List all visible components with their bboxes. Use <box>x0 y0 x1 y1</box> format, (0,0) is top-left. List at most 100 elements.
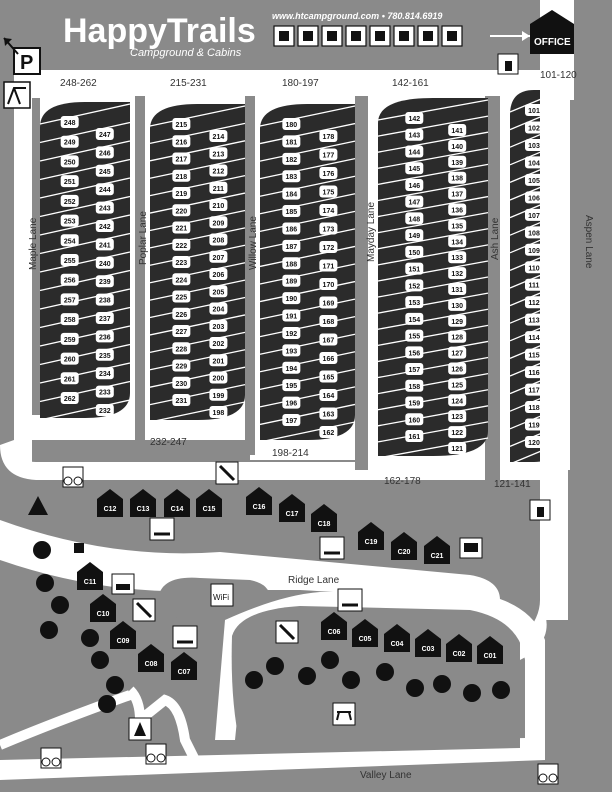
campsite[interactable]: 109 <box>525 243 543 256</box>
campsite[interactable]: 229 <box>172 359 191 372</box>
campsite[interactable]: 222 <box>172 238 191 251</box>
cabin[interactable]: C01 <box>477 636 503 664</box>
campsite[interactable]: 107 <box>525 208 543 221</box>
campsite[interactable]: 187 <box>282 239 301 252</box>
campsite[interactable]: 140 <box>448 139 467 152</box>
campsite[interactable]: 215 <box>172 118 191 130</box>
campsite[interactable]: 108 <box>525 226 543 239</box>
campsite[interactable]: 210 <box>209 199 228 211</box>
campsite[interactable]: 170 <box>319 278 338 290</box>
campsite[interactable]: 196 <box>282 396 301 409</box>
campsite[interactable]: 177 <box>319 148 338 161</box>
campsite[interactable]: 172 <box>319 241 338 253</box>
campsite[interactable]: 104 <box>525 156 543 169</box>
cabin[interactable]: C21 <box>424 536 450 564</box>
campsite[interactable]: 113 <box>525 313 543 326</box>
campsite[interactable]: 152 <box>405 279 424 292</box>
campsite[interactable]: 120 <box>525 436 543 448</box>
campsite[interactable]: 114 <box>525 331 543 344</box>
campsite[interactable]: 227 <box>172 325 191 337</box>
campsite[interactable]: 143 <box>405 128 424 141</box>
campsite[interactable]: 255 <box>60 254 79 266</box>
campsite[interactable]: 158 <box>405 379 424 392</box>
campsite[interactable]: 103 <box>525 138 543 151</box>
campsite[interactable]: 242 <box>95 220 114 232</box>
campsite[interactable]: 154 <box>405 312 424 325</box>
campsite[interactable]: 259 <box>60 332 79 345</box>
campsite[interactable]: 189 <box>282 274 301 287</box>
campsite[interactable]: 195 <box>282 379 301 392</box>
campsite[interactable]: 211 <box>209 181 228 194</box>
campsite[interactable]: 164 <box>319 389 338 401</box>
campsite[interactable]: 125 <box>448 378 467 391</box>
campsite[interactable]: 201 <box>209 354 228 367</box>
cabin[interactable]: C20 <box>391 532 417 560</box>
campsite[interactable]: 169 <box>319 296 338 309</box>
campsite[interactable]: 256 <box>60 273 79 286</box>
campsite[interactable]: 197 <box>282 414 301 426</box>
campsite[interactable]: 200 <box>209 371 228 384</box>
campsite[interactable]: 141 <box>448 124 467 136</box>
cabin[interactable]: C16 <box>246 487 272 515</box>
campsite[interactable]: 232 <box>95 404 114 416</box>
campsite[interactable]: 245 <box>95 164 114 177</box>
campsite[interactable]: 147 <box>405 195 424 208</box>
campsite[interactable]: 221 <box>172 221 191 234</box>
campsite[interactable]: 180 <box>282 118 301 130</box>
campsite[interactable]: 192 <box>282 326 301 339</box>
campsite[interactable]: 176 <box>319 167 338 179</box>
campsite[interactable]: 214 <box>209 130 228 142</box>
campsite[interactable]: 115 <box>525 348 543 361</box>
campsite[interactable]: 231 <box>172 394 191 406</box>
campsite[interactable]: 193 <box>282 344 301 357</box>
campsite[interactable]: 239 <box>95 275 114 288</box>
campsite[interactable]: 219 <box>172 187 191 199</box>
campsite[interactable]: 151 <box>405 262 424 275</box>
campsite[interactable]: 188 <box>282 257 301 270</box>
campsite[interactable]: 262 <box>60 392 79 404</box>
campsite[interactable]: 146 <box>405 178 424 191</box>
campsite[interactable]: 247 <box>95 128 114 140</box>
campsite[interactable]: 116 <box>525 366 543 379</box>
campsite[interactable]: 206 <box>209 268 228 280</box>
cabin[interactable]: C11 <box>77 562 103 590</box>
campsite[interactable]: 123 <box>448 410 467 423</box>
campsite[interactable]: 224 <box>172 273 191 286</box>
campsite[interactable]: 191 <box>282 309 301 322</box>
campsite[interactable]: 122 <box>448 426 467 439</box>
campsite[interactable]: 168 <box>319 315 338 327</box>
campsite[interactable]: 178 <box>319 130 338 142</box>
cabin[interactable]: C17 <box>279 494 305 522</box>
campsite[interactable]: 198 <box>209 406 228 418</box>
campsite[interactable]: 161 <box>405 430 424 442</box>
campsite[interactable]: 202 <box>209 337 228 349</box>
cabin[interactable]: C12 <box>97 489 123 517</box>
campsite[interactable]: 260 <box>60 352 79 365</box>
campsite[interactable]: 127 <box>448 346 467 359</box>
campsite[interactable]: 258 <box>60 313 79 326</box>
campsite[interactable]: 134 <box>448 235 467 248</box>
campsite[interactable]: 216 <box>172 135 191 148</box>
campsite[interactable]: 228 <box>172 342 191 355</box>
campsite[interactable]: 186 <box>282 222 301 235</box>
campsite[interactable]: 251 <box>60 175 79 188</box>
cabin[interactable]: C13 <box>130 489 156 517</box>
campsite[interactable]: 159 <box>405 396 424 409</box>
campsite[interactable]: 218 <box>172 169 191 182</box>
campsite[interactable]: 243 <box>95 201 114 214</box>
campsite[interactable]: 207 <box>209 250 228 263</box>
campsite[interactable]: 132 <box>448 267 467 280</box>
campsite[interactable]: 204 <box>209 302 228 315</box>
cabin[interactable]: C07 <box>171 652 197 680</box>
campsite[interactable]: 165 <box>319 370 338 383</box>
campsite[interactable]: 119 <box>525 418 543 431</box>
campsite[interactable]: 237 <box>95 312 114 324</box>
campsite[interactable]: 117 <box>525 383 543 396</box>
campsite[interactable]: 139 <box>448 155 467 168</box>
campsite[interactable]: 225 <box>172 290 191 303</box>
campsite[interactable]: 182 <box>282 152 301 165</box>
campsite[interactable]: 235 <box>95 348 114 361</box>
campsite[interactable]: 150 <box>405 245 424 258</box>
campsite[interactable]: 121 <box>448 442 467 454</box>
campsite[interactable]: 101 <box>525 104 543 116</box>
